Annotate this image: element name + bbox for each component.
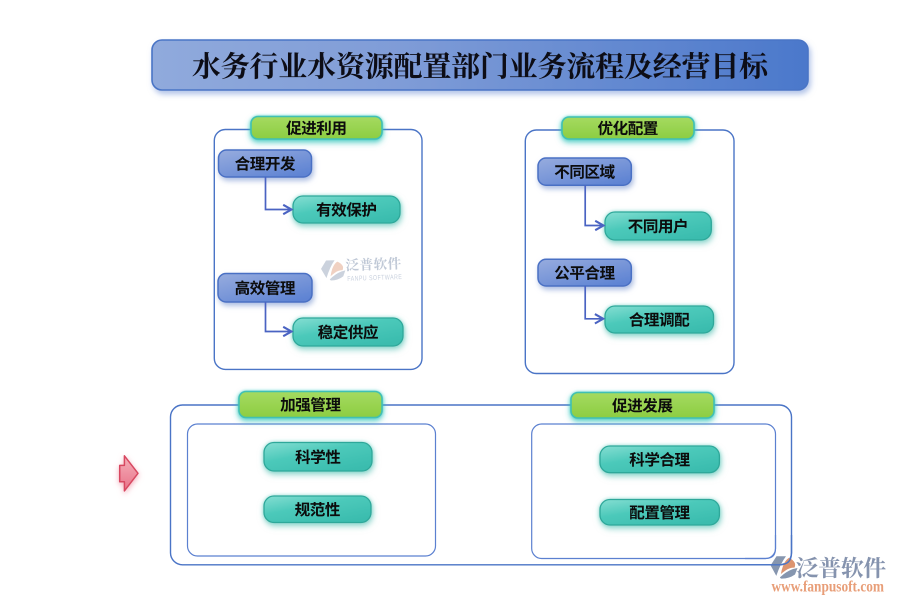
svg-text:www.fanpusoft.com: www.fanpusoft.com <box>772 579 885 596</box>
svg-text:FANPU SOFTWARE: FANPU SOFTWARE <box>347 274 402 283</box>
